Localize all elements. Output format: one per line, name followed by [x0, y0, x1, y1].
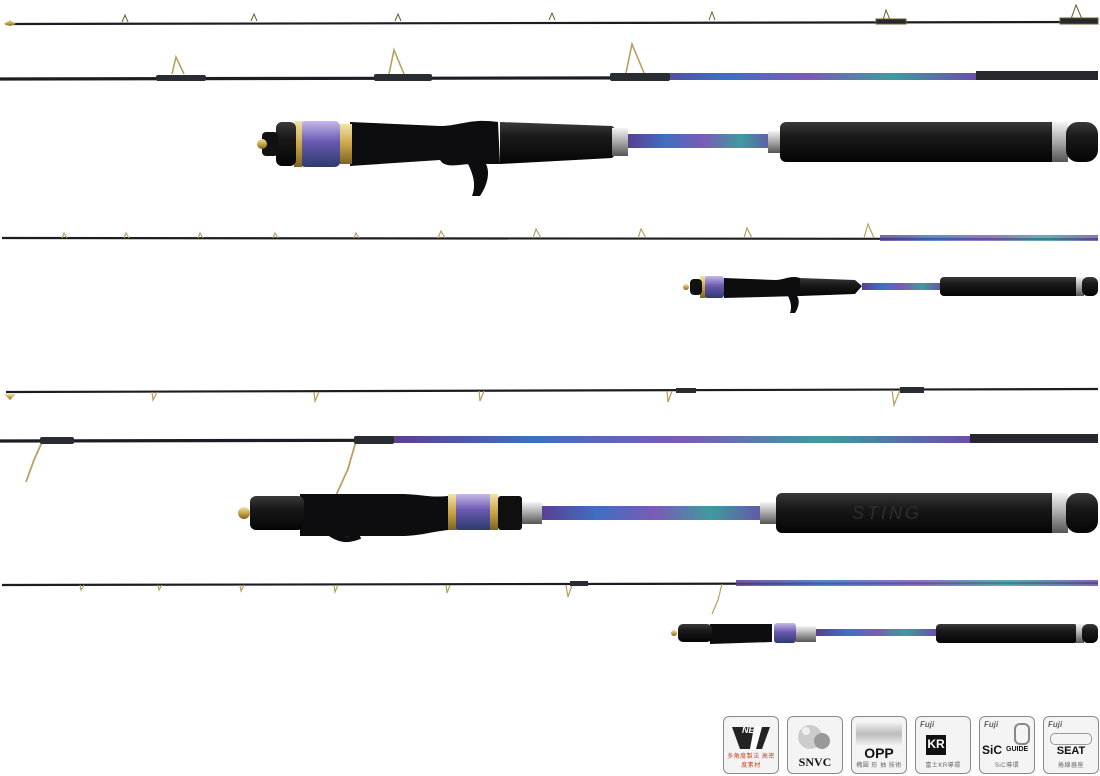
spinning-handle-2 [671, 623, 1098, 644]
badge-fuji-seat: Fuji SEAT 捲線器座 [1043, 716, 1099, 774]
rod-tip-section [5, 20, 1099, 26]
trigger [468, 164, 488, 196]
badge-sub-text: 捲線器座 [1057, 763, 1084, 769]
guides-row-1 [121, 3, 1099, 25]
fuji-brand-text: Fuji [920, 720, 935, 729]
feature-badges: NET 多角度製法 高密度素材 SNVC OPP 橢圓 形 抽 技術 Fuji … [723, 716, 1099, 776]
guides-row-2 [171, 41, 645, 75]
guides-row-4 [151, 387, 924, 408]
rod-casting-model-2 [1, 222, 1099, 313]
badge-opp: OPP 橢圓 形 抽 技術 [851, 716, 907, 774]
blank-butt [976, 71, 1098, 80]
casting-handle-1 [257, 120, 1098, 196]
butt-cap [1066, 122, 1098, 162]
badge-main-text: KR [927, 737, 945, 751]
rod-spinning-model-1: STING [0, 387, 1099, 543]
badge-main-text: SNVC [798, 755, 832, 769]
rod-spinning-model-2 [1, 580, 1099, 644]
tip-top-guide [4, 20, 16, 26]
fuji-brand-text: Fuji [984, 720, 999, 729]
guides-row-5 [79, 581, 723, 615]
badge-main-text: SiC [982, 743, 1003, 757]
handle-brand-text: STING [852, 503, 922, 523]
badge-main-text-2: GUIDE [1006, 746, 1029, 753]
badge-net: NET 多角度製法 高密度素材 [723, 716, 779, 774]
winding-check [300, 121, 340, 167]
rod-tip-section [5, 387, 1099, 394]
badge-main-text: OPP [864, 745, 894, 761]
spinning-handle-1: STING [238, 493, 1098, 543]
badge-sub-text: SiC導環 [994, 763, 1020, 769]
net-v-icon [732, 727, 770, 749]
handle-blank [628, 134, 778, 148]
rear-grip [780, 122, 1058, 162]
fuji-brand-text: Fuji [1048, 720, 1063, 729]
butt-ring [1052, 122, 1068, 162]
guides-row-3 [61, 222, 875, 239]
badge-fuji-sic: Fuji SiC GUIDE SiC導環 [979, 716, 1035, 774]
badge-snvc: SNVC [787, 716, 843, 774]
badge-fuji-kr: Fuji KR 富士KR導環 [915, 716, 971, 774]
reel-seat [350, 120, 500, 166]
iridescent-blank [640, 73, 976, 80]
reel-seat-icon [1050, 733, 1092, 745]
nanotech-icon [798, 725, 830, 749]
badge-main-text: NET [742, 725, 760, 735]
kr-guide-icon [926, 735, 946, 755]
opp-icon [856, 723, 902, 745]
badge-sub-text: 富士KR導環 [925, 763, 961, 769]
rod-casting-model-1 [0, 3, 1099, 196]
casting-handle-2 [683, 276, 1098, 313]
badge-main-text: SEAT [1056, 745, 1086, 757]
rear-grip [776, 493, 1058, 533]
badge-sub-text: 橢圓 形 抽 技術 [856, 763, 902, 769]
sic-guide-icon [1014, 723, 1030, 745]
fore-grip [500, 122, 622, 164]
badge-sub-text: 多角度製法 高密度素材 [727, 754, 775, 769]
